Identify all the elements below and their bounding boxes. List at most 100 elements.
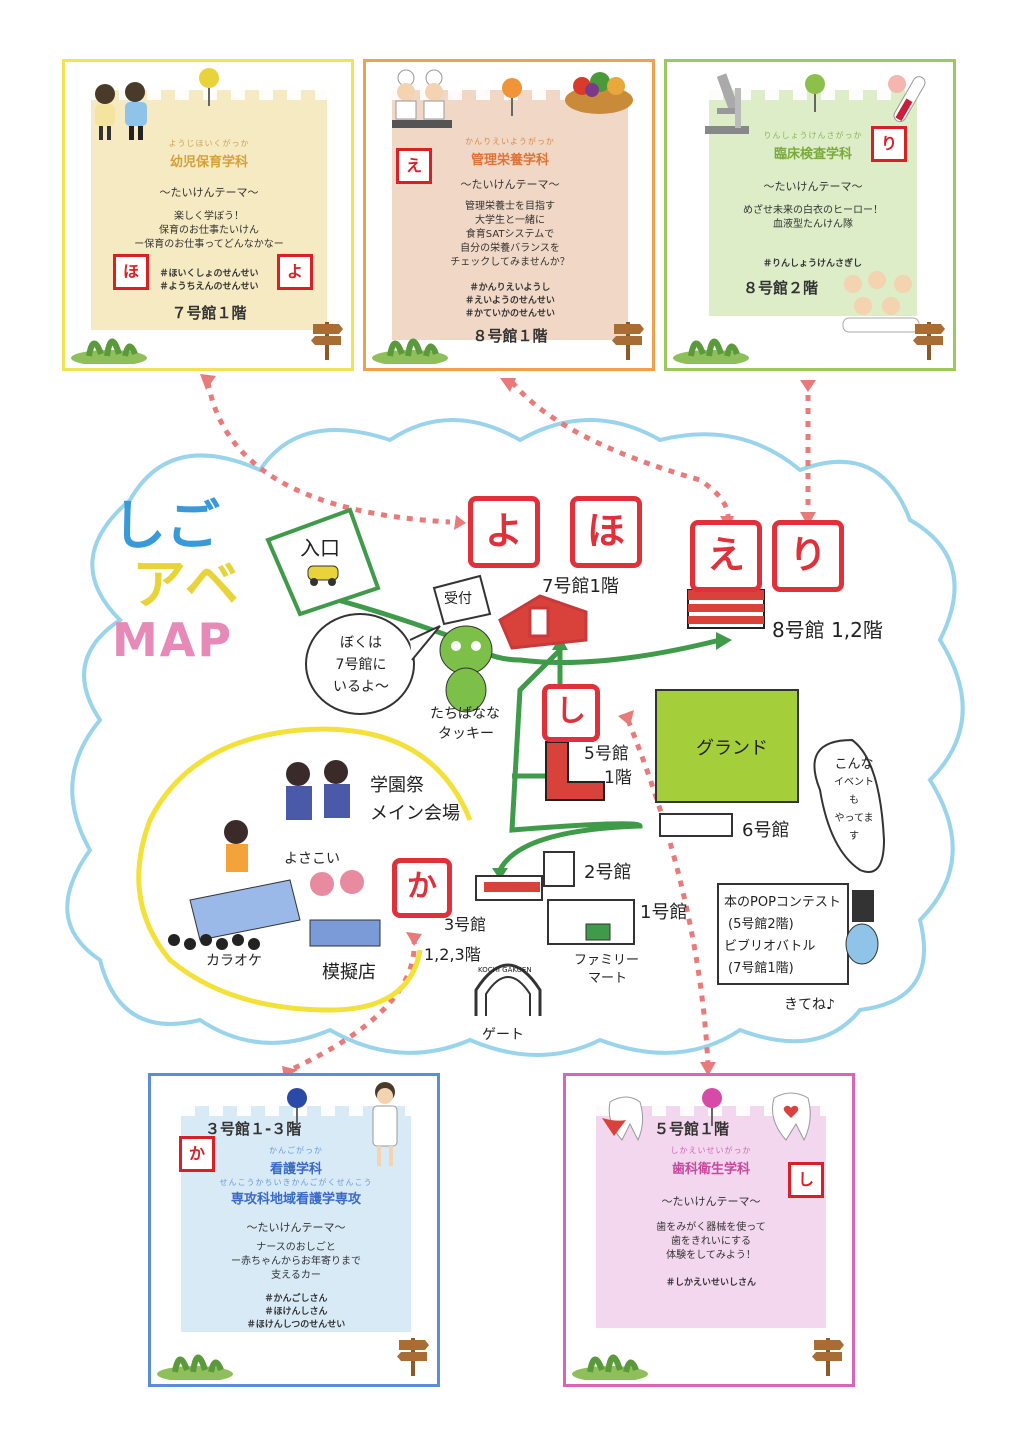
badge-ho: ほ	[113, 254, 149, 290]
card-dept-name: 臨床検査学科	[773, 147, 852, 162]
building-6	[659, 813, 733, 837]
pin-icon	[502, 78, 522, 116]
building-6-label: 6号館	[742, 820, 790, 841]
building-7	[498, 594, 588, 650]
card-labtech: りんしょうけんさがっか 臨床検査学科 〜たいけんテーマ〜 めざせ未来の白衣のヒー…	[664, 59, 956, 371]
festival-area-outline	[136, 726, 473, 1013]
reception-sign	[432, 574, 492, 626]
card-note: かんりえいようがっか 管理栄養学科 〜たいけんテーマ〜 管理栄養士を目指す 大学…	[392, 90, 628, 345]
card-theme: 〜たいけんテーマ〜	[246, 1221, 346, 1234]
card-body: 歯をみがく器械を使って 歯をきれいにする 体験をしてみよう！	[656, 1222, 766, 1261]
signpost-icon	[612, 322, 644, 360]
card-nursing: ３号館１-３階 かんごがっか 看護学科 せんこうかちいきかんごがくせんこう 専攻…	[148, 1073, 440, 1387]
events-list: 本のPOPコンテスト (5号館2階) ビブリオバトル (7号館1階)	[724, 895, 841, 976]
map-title-line1: しご	[112, 494, 220, 557]
card-dept-name: 看護学科	[269, 1162, 322, 1177]
map-badge-ka: か	[392, 858, 452, 918]
signpost-icon	[397, 1338, 429, 1376]
tooth-hero-icon	[602, 1096, 644, 1142]
map-badge-ri: り	[772, 520, 844, 592]
badge-shi: し	[788, 1162, 824, 1198]
card-tags: ＃かんごしさん ＃ほけんしさん ＃ほけんしつのせんせい	[246, 1294, 346, 1330]
card-floor: ３号館１-３階	[205, 1120, 302, 1138]
plants-illustration-icon	[673, 338, 749, 364]
entrance-label: 入口	[300, 536, 340, 560]
card-childcare: ようじほいくがっか 幼児保育学科 〜たいけんテーマ〜 楽しく学ぼう！ 保育のお仕…	[62, 59, 354, 371]
badge-e: え	[396, 148, 432, 184]
stage-icon	[189, 879, 301, 941]
nurse-illustration-icon	[372, 1082, 398, 1166]
card-body: 管理栄養士を目指す 大学生と一緒に 食育SATシステムで 自分の栄養バランスを …	[450, 201, 570, 268]
family-mart-label: ファミリー マート	[574, 953, 640, 986]
plants-illustration-icon	[372, 338, 448, 364]
mascot-speech: ぼくは 7号館に いるよ〜	[333, 635, 389, 695]
building-5	[545, 741, 605, 801]
pin-icon	[702, 1088, 722, 1126]
mascot-speech-bubble	[305, 613, 415, 715]
dotted-arrow-dental	[625, 719, 711, 1067]
yosakoi-dancers-icon	[286, 760, 350, 820]
card-tags: ＃りんしょうけんさぎし	[763, 259, 863, 269]
cloud-outline	[65, 418, 965, 1057]
map-title-line3: MAP	[112, 613, 234, 667]
building-8	[687, 589, 765, 629]
card-dept-name-2: 専攻科地域看護学専攻	[230, 1192, 361, 1207]
mascot-tacky-icon	[439, 625, 493, 713]
card-tags: ＃しかえいせいしさん	[665, 1278, 756, 1288]
dotted-arrow-nutrition	[510, 380, 731, 521]
reception-label: 受付	[444, 591, 472, 607]
card-body: 楽しく学ぼう！ 保育のお仕事たいけん ー保育のお仕事ってどんなかなー	[134, 211, 284, 250]
card-body: めざせ未来の白衣のヒーロー！ 血液型たんけん隊	[743, 205, 883, 230]
card-furigana: かんりえいようがっか	[465, 137, 555, 146]
vegetables-basket-icon	[565, 72, 633, 114]
building-3-label: 3号館 1,2,3階	[424, 915, 487, 964]
card-theme: 〜たいけんテーマ〜	[159, 186, 259, 199]
building-1	[547, 899, 635, 945]
test-tubes-icon	[888, 75, 926, 123]
event-speech: こんな イベントも やってます	[834, 757, 874, 842]
card-dept-name: 幼児保育学科	[169, 155, 248, 170]
map-title-line2: アベ	[132, 553, 239, 616]
building-7-label: 7号館1階	[542, 576, 619, 597]
robot-mascot-icon	[845, 890, 879, 965]
card-dept-name: 歯科衛生学科	[671, 1162, 750, 1177]
card-dental: ５号館１階 しかえいせいがっか 歯科衛生学科 〜たいけんテーマ〜 歯をみがく器械…	[563, 1073, 855, 1387]
card-tags: ＃かんりえいようし ＃えいようのせんせい ＃かていかのせんせい	[464, 283, 555, 319]
green-path-entrance	[299, 587, 721, 665]
singer-icon	[224, 820, 248, 872]
card-note: ５号館１階 しかえいせいがっか 歯科衛生学科 〜たいけんテーマ〜 歯をみがく器械…	[596, 1106, 826, 1328]
card-theme: 〜たいけんテーマ〜	[460, 178, 560, 191]
plants-illustration-icon	[157, 1354, 233, 1380]
signpost-icon	[812, 1338, 844, 1376]
card-note: ３号館１-３階 かんごがっか 看護学科 せんこうかちいきかんごがくせんこう 専攻…	[181, 1106, 411, 1332]
card-furigana: りんしょうけんさがっか	[763, 131, 863, 140]
card-tags: ＃ほいくしょのせんせい ＃ようちえんのせんせい	[159, 269, 259, 292]
pin-icon	[805, 74, 825, 112]
come-label: きてね♪	[784, 997, 835, 1013]
card-floor: ８号館２階	[743, 279, 819, 297]
dotted-arrow-nursing	[288, 937, 417, 1073]
map-badge-e: え	[690, 520, 762, 592]
building-8-label: 8号館 1,2階	[772, 618, 883, 642]
building-5-label: 5号館 1階	[584, 744, 632, 788]
badge-ka: か	[179, 1136, 215, 1172]
ground-label: グランド	[696, 738, 768, 759]
car-icon	[307, 565, 339, 586]
gate-arch	[474, 963, 542, 1016]
card-nutrition: かんりえいようがっか 管理栄養学科 〜たいけんテーマ〜 管理栄養士を目指す 大学…	[363, 59, 655, 371]
map-badge-yo: よ	[468, 496, 540, 568]
dotted-arrow-childcare	[205, 381, 451, 525]
signpost-icon	[311, 322, 343, 360]
card-floor: ５号館１階	[654, 1120, 730, 1138]
gate-sign: KOCHI GAKUEN	[478, 966, 532, 974]
chefs-illustration-icon	[392, 69, 452, 128]
building-2-label: 2号館	[584, 862, 632, 883]
map-badge-ho: ほ	[570, 496, 642, 568]
map-title: しご アベ MAP	[112, 494, 262, 667]
ground-field	[655, 689, 799, 803]
card-floor: ８号館１階	[472, 327, 548, 345]
badge-yo: よ	[277, 254, 313, 290]
pin-icon	[199, 68, 219, 106]
plants-illustration-icon	[71, 338, 147, 364]
